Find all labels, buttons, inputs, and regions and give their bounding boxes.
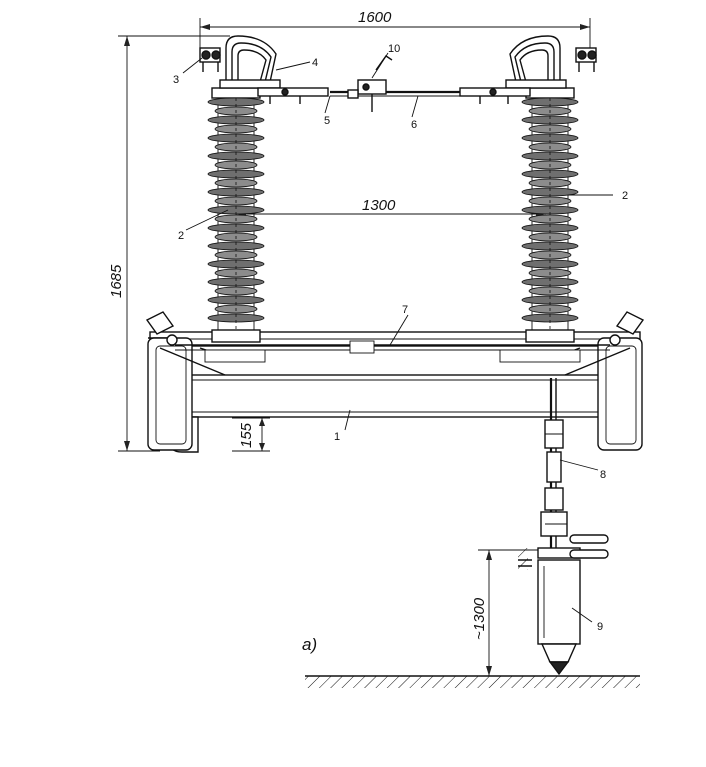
terminal-clamp-right [575, 47, 597, 72]
callout-7: 7 [402, 304, 408, 316]
contact-knife-left [257, 87, 329, 104]
callout-2-right: 2 [622, 190, 628, 202]
callout-2-left: 2 [178, 230, 184, 242]
insulator-left [207, 87, 265, 343]
interconnect-rod [175, 340, 610, 363]
flexible-connection-left [219, 35, 281, 89]
callout-4: 4 [312, 57, 318, 69]
flexible-connection-right [505, 35, 567, 89]
callout-10: 10 [388, 43, 400, 55]
dimension-drive-height: ~1300 [471, 549, 542, 676]
main-contact-bar [330, 55, 460, 112]
dimension-label-1300: 1300 [362, 197, 396, 214]
manual-drive [518, 534, 609, 676]
terminal-clamp-left [199, 47, 221, 72]
dimension-base-offset: 155 [232, 417, 270, 452]
figure-caption: а) [302, 635, 317, 654]
callout-1: 1 [334, 431, 340, 443]
dimension-label-1300-drive: ~1300 [471, 597, 488, 640]
ground-line [305, 675, 640, 688]
dimension-width-total: 1600 [199, 9, 591, 58]
dimension-insulator-spacing: 1300 [236, 197, 546, 217]
callout-3: 3 [173, 74, 179, 86]
dimension-label-155: 155 [238, 422, 255, 448]
callout-leaders [182, 52, 613, 623]
contact-knife-right [459, 87, 531, 104]
callout-6: 6 [411, 119, 417, 131]
callout-5: 5 [324, 115, 330, 127]
base-frame [145, 311, 645, 453]
dimension-label-1685: 1685 [108, 264, 125, 298]
operating-shaft [540, 378, 568, 550]
callout-9: 9 [597, 621, 603, 633]
insulator-right [521, 87, 579, 343]
dimension-height-total: 1685 [108, 35, 230, 452]
dimension-label-1600: 1600 [358, 9, 392, 26]
callout-8: 8 [600, 469, 606, 481]
